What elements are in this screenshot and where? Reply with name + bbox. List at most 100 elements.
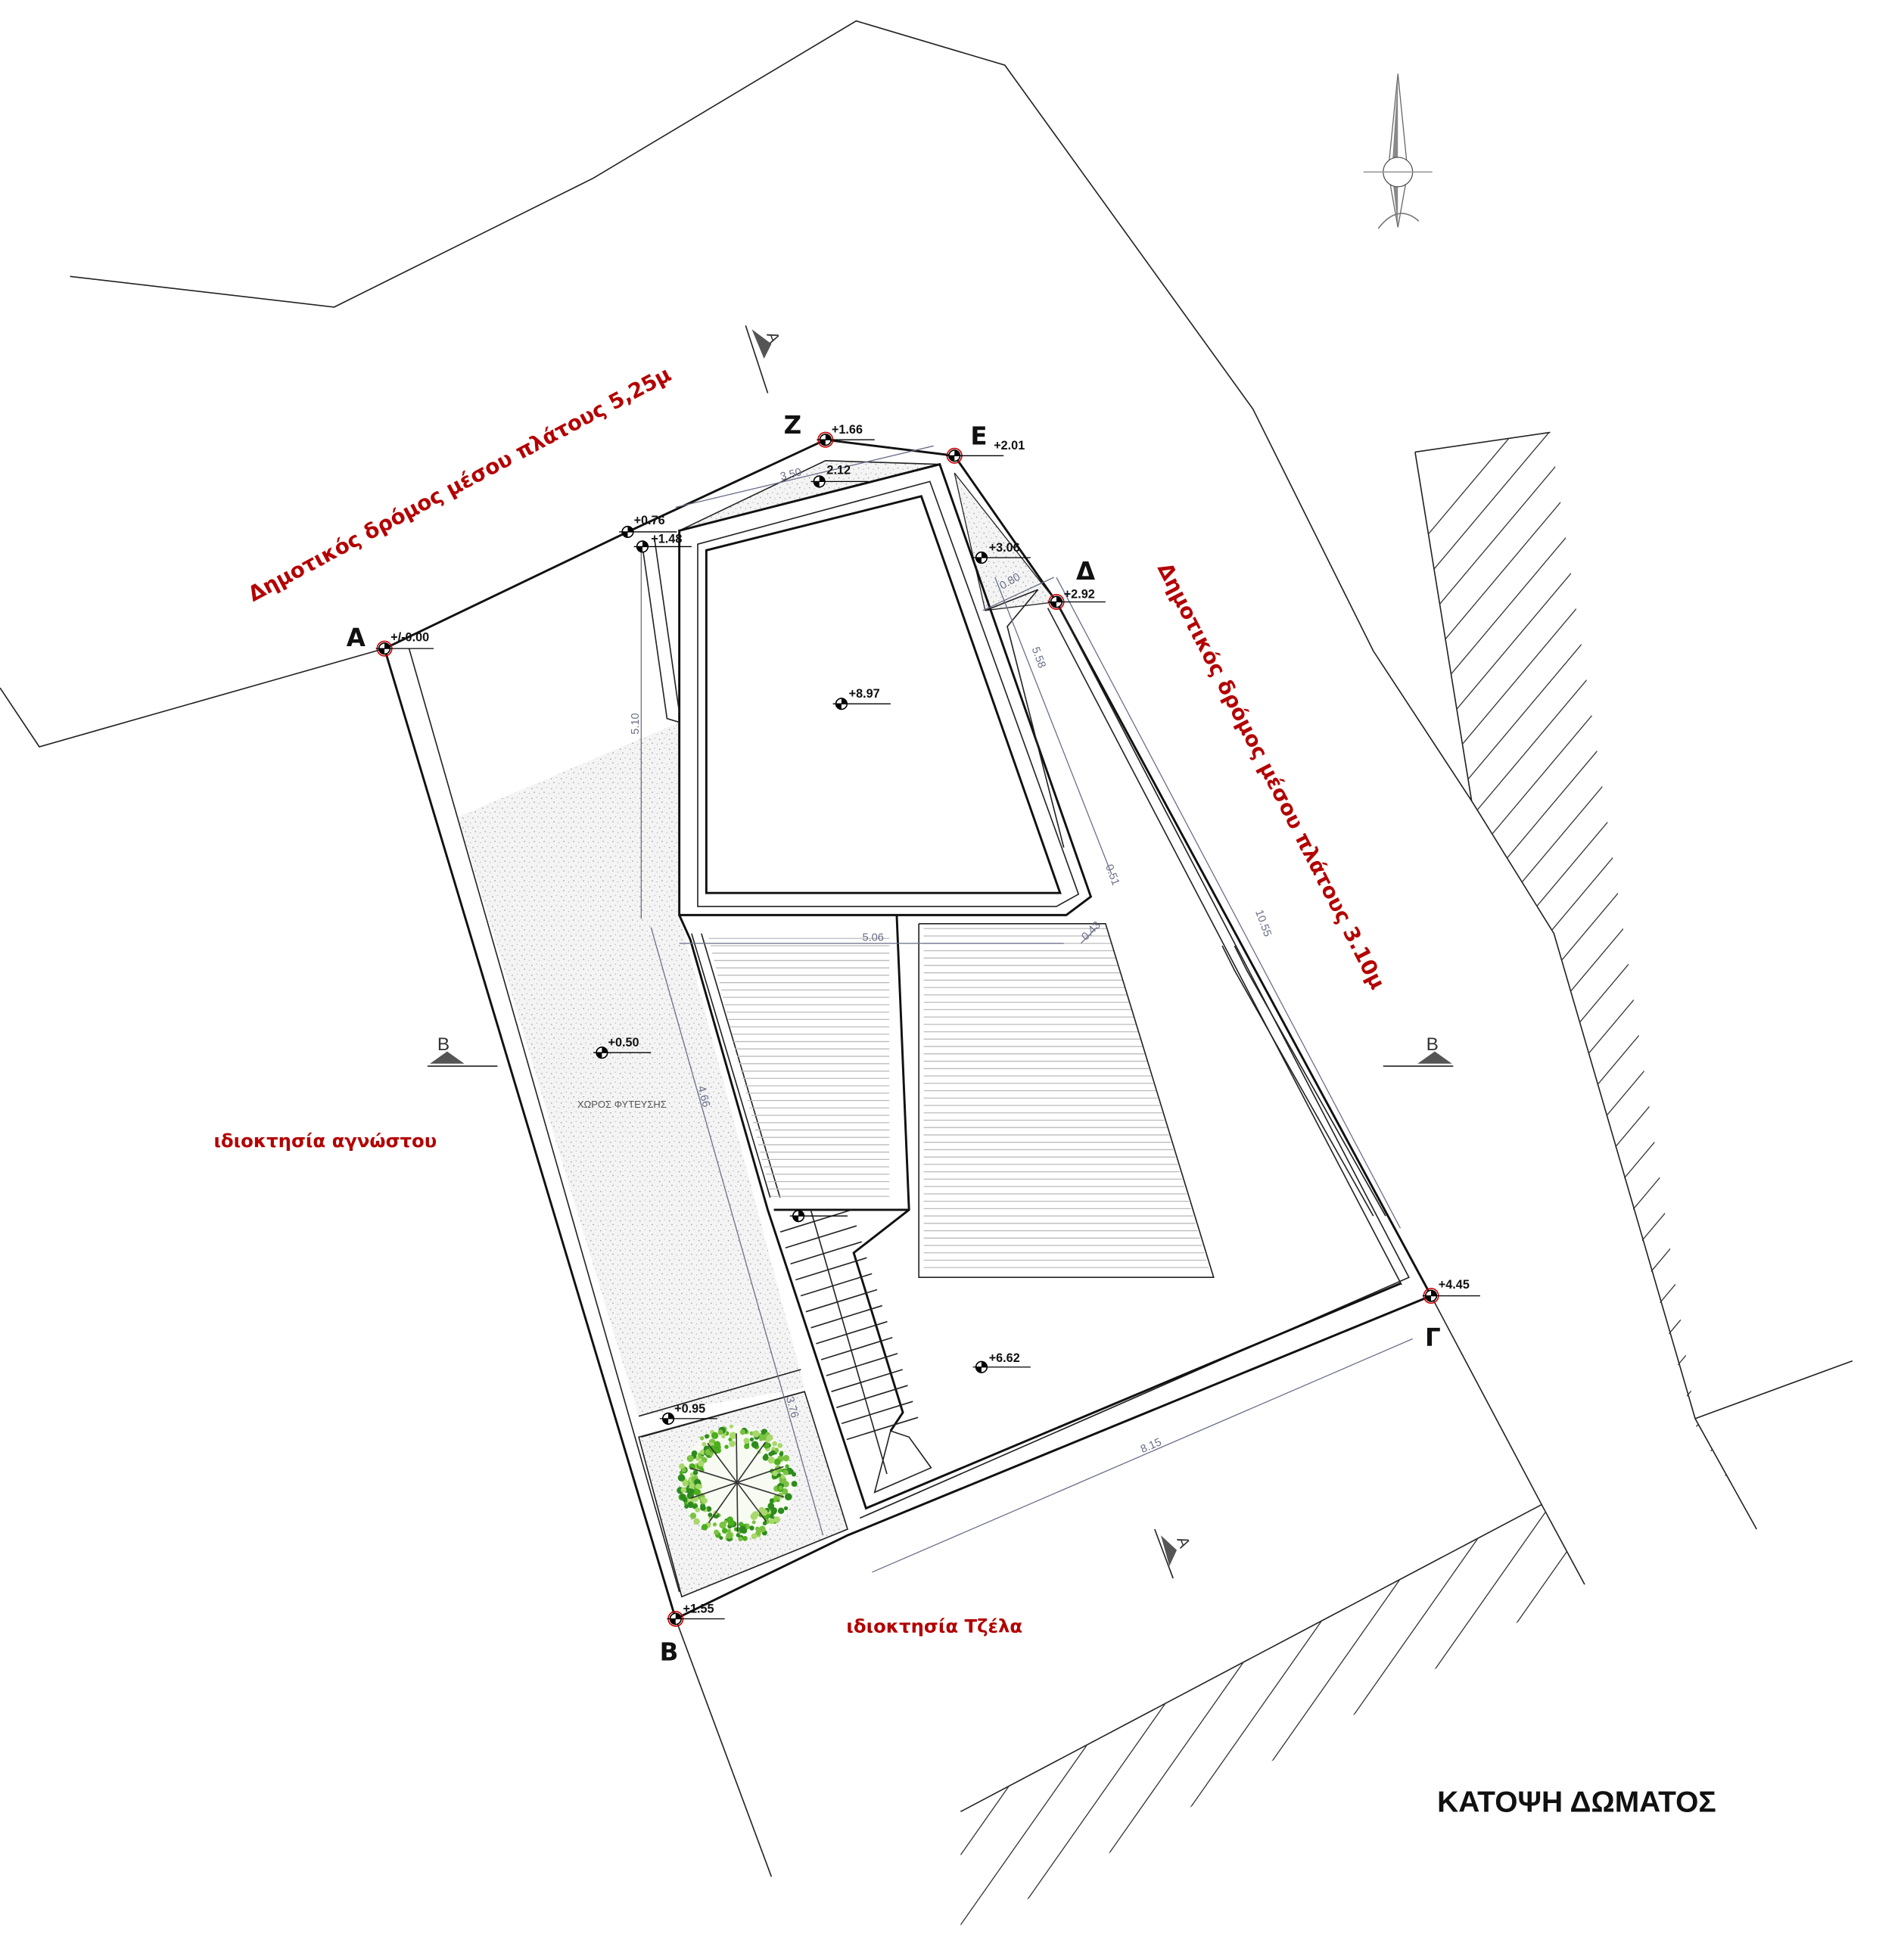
elev-306: +3.06 (989, 541, 1020, 555)
elevation-marker-icon (817, 431, 875, 448)
leaf (749, 1525, 754, 1531)
stair-tread (816, 1320, 888, 1345)
leaf (755, 1530, 761, 1536)
leaf (726, 1532, 733, 1539)
hatch-line (1414, 778, 1757, 1305)
deck-slats-right (923, 928, 1209, 1268)
leaf (695, 1483, 702, 1489)
leaf (705, 1434, 709, 1439)
stair-tread (846, 1416, 919, 1441)
hatch-line (1414, 1279, 1757, 1530)
stair-stringer (810, 1209, 888, 1475)
leaf (785, 1464, 789, 1469)
leaf (705, 1506, 712, 1513)
leaf (697, 1460, 705, 1467)
leaf (694, 1491, 699, 1496)
leaf (763, 1441, 770, 1449)
plot-corner-labels: Α Ζ Ε Δ Γ Β (347, 411, 1441, 1667)
leaf (712, 1522, 717, 1527)
hatch-line (1448, 1504, 1585, 1929)
leaf (766, 1434, 773, 1441)
leaf (729, 1424, 733, 1429)
hatch-line (1414, 1028, 1757, 1530)
branch (736, 1482, 785, 1498)
branch (736, 1441, 767, 1483)
dim-5-58: 5.58 (1029, 645, 1048, 670)
hatch-line (1414, 695, 1757, 1221)
leaf (717, 1429, 723, 1435)
elevation-marker-icon (972, 551, 1031, 564)
leaf (751, 1441, 759, 1448)
leaf (782, 1454, 790, 1462)
corner-B: Β (660, 1638, 679, 1667)
leaf (744, 1444, 750, 1450)
hatch-line (1414, 432, 1757, 553)
elevation-marker-icon (972, 1360, 1031, 1373)
leaf (751, 1520, 756, 1525)
leaf (791, 1481, 798, 1488)
stair-tread (831, 1369, 903, 1392)
elev-B: +1.55 (683, 1602, 714, 1615)
branch (736, 1482, 767, 1522)
leaf (778, 1485, 783, 1491)
elevation-marker-icon (945, 447, 1004, 464)
hatch-line (1414, 653, 1757, 1180)
leaf (677, 1474, 686, 1482)
branch (736, 1433, 738, 1483)
leaf (762, 1521, 767, 1526)
hatch-line (1414, 736, 1757, 1264)
leaf (726, 1528, 732, 1534)
hatch-line (1414, 527, 1757, 1055)
staircase (779, 1209, 919, 1475)
elev-tree: +0.95 (674, 1402, 705, 1416)
elevation-marker-icon (619, 525, 677, 539)
property-south-label: ιδιοκτησία Τζέλα (846, 1615, 1022, 1637)
corner-A: Α (347, 623, 366, 652)
branch (707, 1442, 738, 1483)
hatch-line (1414, 987, 1757, 1514)
hatch-line (1414, 432, 1757, 720)
hatch-line (1414, 611, 1757, 1138)
leaf (772, 1470, 778, 1476)
stair-tread (779, 1209, 852, 1233)
leaf (729, 1432, 737, 1440)
dim-10-55: 10.55 (1252, 908, 1274, 938)
hatch-line (1414, 1112, 1757, 1530)
dim-5-06: 5.06 (863, 931, 884, 944)
leaf (768, 1518, 775, 1525)
elevation-marker-icon (633, 540, 692, 553)
leaf (771, 1447, 776, 1451)
corner-Z: Ζ (784, 411, 802, 440)
hatch-line (1203, 1504, 1524, 1929)
leaf (773, 1516, 781, 1523)
north-arrow-icon (1363, 73, 1433, 229)
leaf (695, 1457, 700, 1461)
dim-8-15: 8.15 (1139, 1436, 1163, 1456)
leaf (759, 1525, 766, 1533)
leaf (729, 1440, 736, 1447)
road-north-label: Δημοτικός δρόμος μέσου πλάτους 5,25μ (244, 362, 675, 607)
leaf (699, 1449, 706, 1455)
road-boundaries (0, 20, 1853, 1877)
elevation-marker-icon (810, 475, 869, 488)
hatch-line (1414, 945, 1757, 1472)
hatch-line (1414, 1195, 1757, 1530)
leaf (701, 1524, 708, 1531)
elev-roof: +8.97 (849, 687, 880, 701)
elevation-marker-icon (832, 698, 891, 710)
leaf (719, 1536, 723, 1541)
leaf (767, 1503, 775, 1509)
leaf (777, 1443, 783, 1448)
corner-E: Ε (970, 422, 987, 451)
leaf (693, 1518, 700, 1525)
elevation-marker-icon (375, 640, 434, 657)
roof-outline (642, 462, 1093, 916)
stair-tread (836, 1385, 908, 1409)
branch (736, 1482, 739, 1532)
hatch-line (1414, 432, 1757, 804)
hatch-line (1414, 444, 1757, 971)
elevation-marker-icon (667, 1610, 725, 1628)
leaf (754, 1526, 760, 1531)
elev-terrace: +6.62 (989, 1351, 1020, 1365)
elevation-marker-icon (789, 1209, 848, 1223)
